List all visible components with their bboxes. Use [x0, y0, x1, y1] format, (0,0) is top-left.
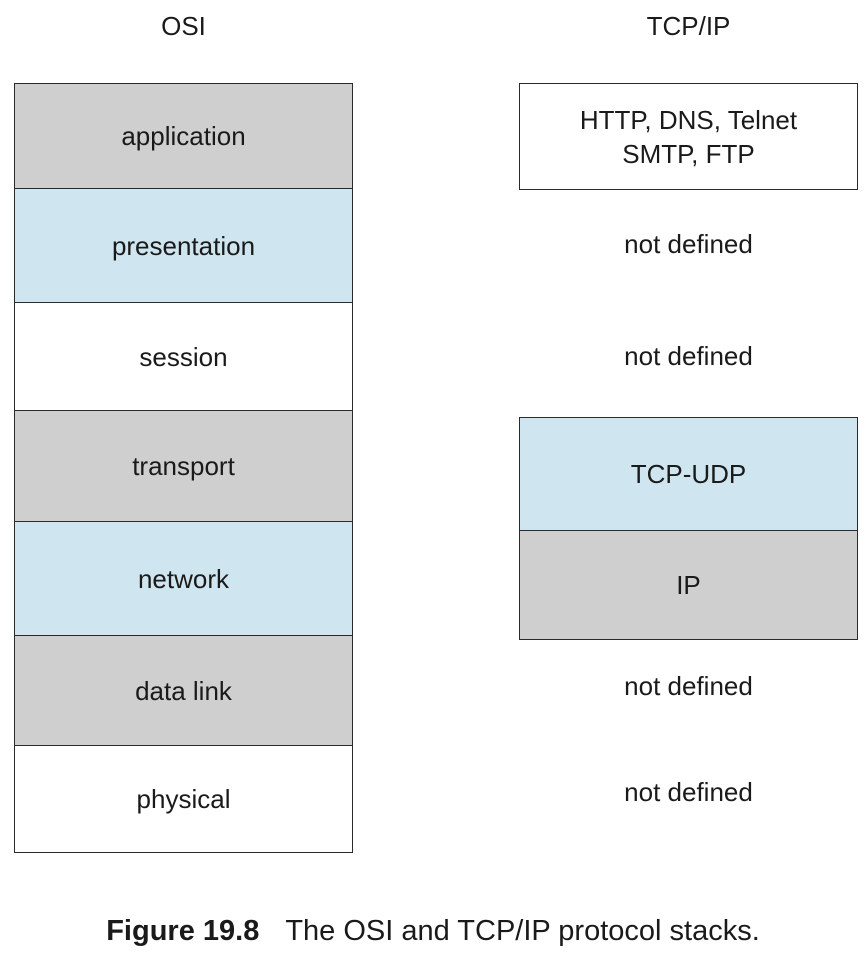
figure-caption-text: The OSI and TCP/IP protocol stacks.: [285, 915, 760, 947]
osi-layer-presentation: presentation: [14, 188, 353, 303]
osi-layer-transport: transport: [14, 410, 353, 522]
osi-layer-physical: physical: [14, 745, 353, 853]
osi-layer-data-link: data link: [14, 635, 353, 746]
figure-caption-label: Figure 19.8: [106, 915, 260, 947]
osi-layer-application: application: [14, 83, 353, 189]
tcpip-presentation-text: not defined: [624, 229, 753, 259]
tcpip-header: TCP/IP: [646, 11, 731, 41]
osi-layer-session: session: [14, 302, 353, 411]
osi-header: OSI: [161, 11, 206, 41]
osi-layer-network: network: [14, 521, 353, 636]
tcpip-session-text: not defined: [624, 341, 753, 371]
tcpip-network-box: IP: [519, 530, 858, 640]
tcpip-transport-box: TCP-UDP: [519, 417, 858, 531]
tcpip-application-box: HTTP, DNS, Telnet SMTP, FTP: [519, 83, 858, 190]
tcpip-data-link-text: not defined: [624, 671, 753, 701]
tcpip-physical-text: not defined: [624, 777, 753, 807]
figure-caption: Figure 19.8 The OSI and TCP/IP protocol s…: [0, 906, 866, 956]
